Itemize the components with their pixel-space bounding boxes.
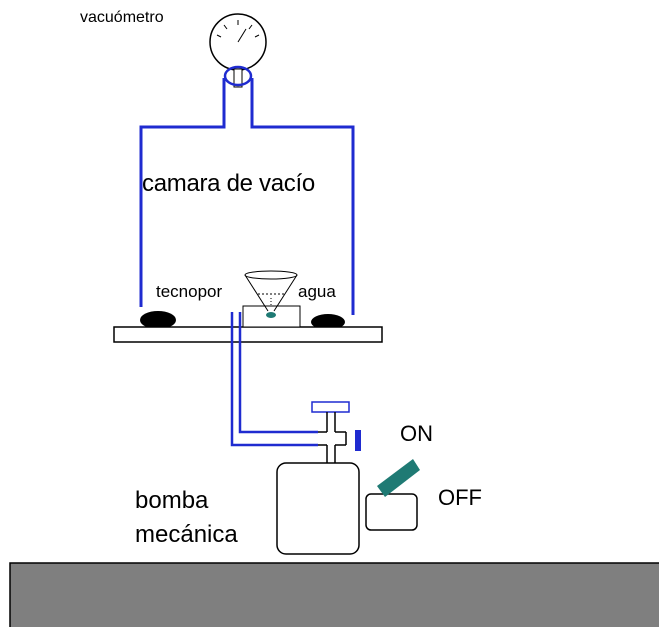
bench-top bbox=[9, 562, 659, 627]
pump-label-line2: mecánica bbox=[135, 521, 238, 548]
tecnopor-label: tecnopor bbox=[156, 282, 223, 301]
base-plate bbox=[113, 326, 383, 343]
on-label: ON bbox=[400, 421, 433, 446]
chamber-label: camara de vacío bbox=[142, 170, 315, 197]
off-label: OFF bbox=[438, 485, 482, 510]
rubber-seal-right bbox=[311, 314, 345, 330]
funnel bbox=[244, 270, 298, 318]
vacuum-gauge bbox=[209, 13, 267, 88]
vacuum-chamber-outline bbox=[139, 78, 355, 315]
gauge-connector-ring bbox=[223, 65, 253, 87]
valve bbox=[311, 401, 361, 465]
vacuometro-label: vacuómetro bbox=[80, 9, 164, 26]
pump-body bbox=[276, 462, 360, 555]
switch-lever bbox=[377, 459, 420, 497]
agua-label: agua bbox=[298, 282, 336, 301]
pump-label-line1: bomba bbox=[135, 487, 209, 514]
water-drop bbox=[266, 312, 276, 318]
pump-label: bomba mecánica bbox=[135, 484, 238, 552]
power-switch bbox=[365, 459, 420, 531]
pump-tubing bbox=[230, 312, 318, 447]
rubber-seal-left bbox=[140, 311, 176, 329]
